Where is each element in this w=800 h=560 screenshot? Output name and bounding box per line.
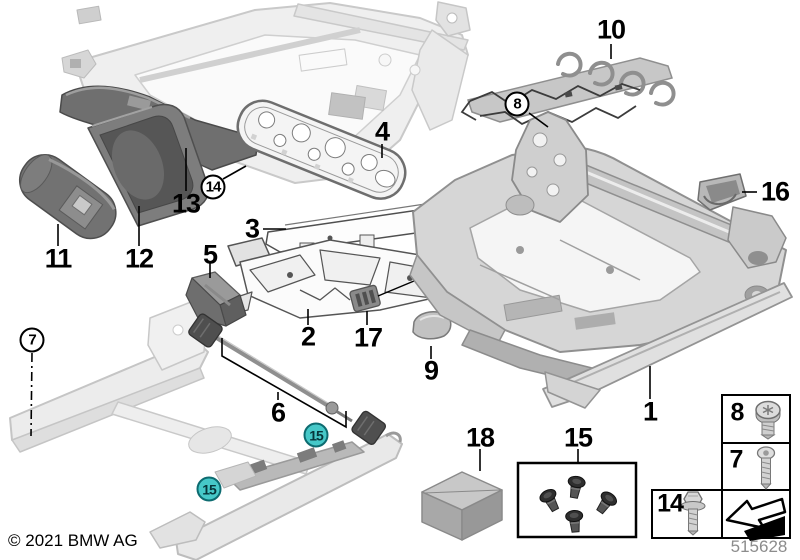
circled-callout-part-8: 8 (504, 91, 530, 117)
part-17-bracket (349, 273, 430, 313)
part-8-pivot-bracket (505, 111, 589, 223)
part-11-cylinder (18, 153, 117, 240)
expansion-rivet-icon (539, 475, 617, 533)
callout-part-6: 6 (270, 397, 286, 428)
callout-part-5: 5 (202, 239, 218, 270)
part-1-seat-frame (409, 111, 793, 409)
highlighted-callout-part-15-b[interactable]: 15 (196, 476, 222, 502)
context-seat-rails (9, 299, 403, 560)
highlighted-callout-part-15-a[interactable]: 15 (303, 422, 329, 448)
leader-lines (30, 44, 757, 471)
callout-part-3: 3 (244, 213, 260, 244)
callout-part-4: 4 (374, 116, 390, 147)
part-10-wire-frame (460, 51, 676, 126)
callout-part-10: 10 (596, 14, 626, 45)
part-9-cap (412, 311, 452, 340)
callout-part-2: 2 (300, 321, 316, 352)
callout-part-12: 12 (124, 243, 154, 274)
installation-direction-arrow-icon (725, 497, 787, 541)
pan-head-torx-screw-icon (755, 400, 781, 440)
callout-part-13: 13 (171, 188, 201, 219)
context-backrest-frame (61, 1, 471, 184)
legend-label-7: 7 (729, 445, 744, 474)
part-6-rod (188, 313, 387, 445)
circled-callout-part-14: 14 (200, 174, 226, 200)
hardware-legend (651, 394, 791, 541)
hex-flange-screw-icon (680, 491, 706, 536)
part-15-fastener-kit-box (516, 461, 638, 539)
callout-part-1: 1 (642, 396, 658, 427)
part-16-actuator (697, 173, 747, 211)
callout-part-9: 9 (423, 355, 439, 386)
callout-part-11: 11 (44, 243, 73, 274)
circled-callout-part-7: 7 (19, 327, 45, 353)
callout-part-15: 15 (563, 422, 593, 453)
part-4-seat-pan (236, 99, 407, 200)
part-5-bracket (185, 271, 247, 327)
copyright-text: © 2021 BMW AG (8, 531, 138, 550)
callout-part-16: 16 (760, 176, 790, 207)
part-18-kit-box (421, 471, 503, 541)
callout-part-18: 18 (465, 422, 495, 453)
callout-part-17: 17 (353, 322, 383, 353)
part-12-housing (87, 103, 209, 227)
legend-label-14: 14 (657, 489, 684, 518)
part-2-mechanism (221, 237, 495, 319)
diagram-number: 515628 (730, 537, 788, 556)
long-shank-torx-screw-icon (756, 446, 776, 490)
legend-label-8: 8 (730, 398, 745, 427)
